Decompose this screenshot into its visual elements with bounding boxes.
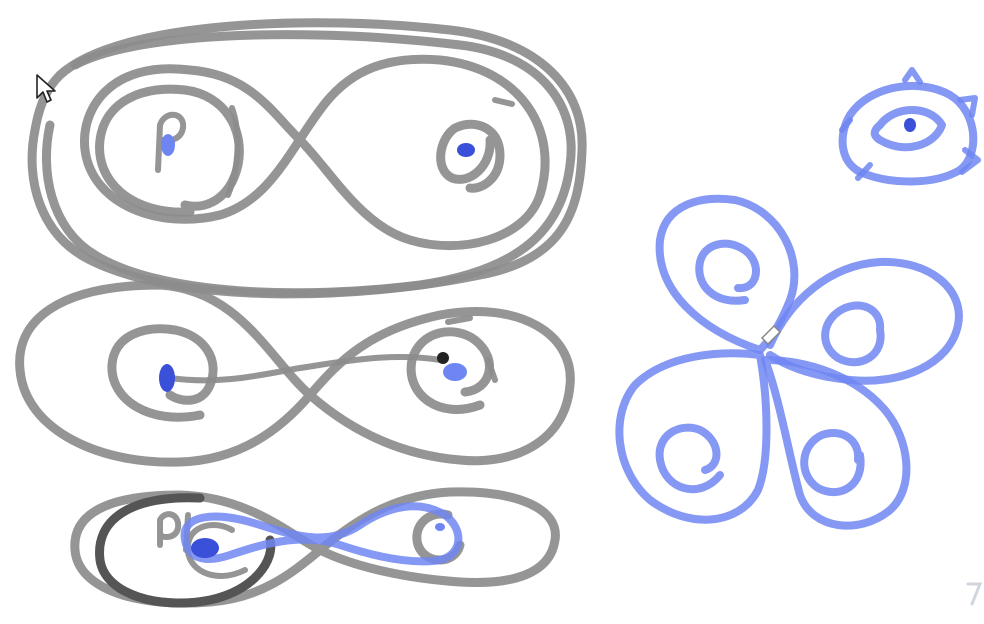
bottom-right-blue-dot — [435, 523, 445, 531]
top-right-spiral — [441, 124, 500, 188]
small-outer-loop — [843, 86, 974, 182]
blue-clover-figure — [619, 199, 959, 526]
bottom-figure — [75, 492, 556, 603]
pen-tip-icon — [762, 326, 780, 344]
small-center-dot — [904, 118, 916, 132]
top-left-blue-dot — [161, 134, 175, 156]
bottom-outer-loop — [75, 492, 556, 603]
clover-bottom-right-lobe — [765, 360, 906, 526]
middle-right-dark-dot — [437, 352, 449, 364]
top-figure — [32, 23, 582, 294]
clover-left-spiral — [660, 428, 720, 490]
middle-figure — [20, 285, 571, 462]
top-right-blue-dot — [457, 143, 475, 157]
small-blue-figure — [842, 70, 978, 182]
middle-right-blue-dot — [443, 363, 467, 381]
bottom-left-blue-dot — [191, 538, 219, 558]
clover-right-spiral — [825, 305, 881, 362]
middle-left-blue-dot — [159, 364, 175, 392]
clover-left-lobe — [619, 353, 766, 519]
top-right-tick — [495, 100, 512, 104]
clover-top-spiral — [699, 244, 756, 301]
arrow-pointer-icon — [36, 74, 56, 104]
clover-bottom-right-spiral — [804, 433, 860, 492]
corner-mark-icon — [966, 578, 984, 618]
